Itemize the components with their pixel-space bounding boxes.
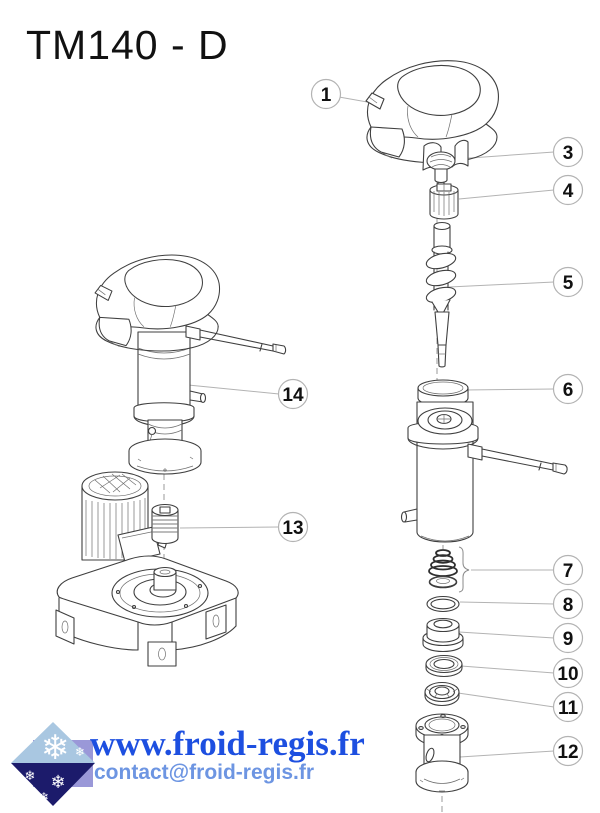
callout-3: 3 — [552, 136, 584, 168]
logo-diamond-bottom — [11, 763, 95, 806]
page-title: TM140 - D — [26, 22, 229, 68]
callouts: 1 3 4 5 6 7 8 9 10 — [277, 78, 584, 767]
freezing-cylinder-drawing — [400, 401, 568, 549]
callout-9: 9 — [552, 622, 584, 654]
svg-text:1: 1 — [321, 85, 332, 106]
assembled-head-drawing — [94, 254, 287, 475]
spring-seal-drawing — [428, 546, 470, 593]
website-url: www.froid-regis.fr — [90, 724, 365, 763]
svg-text:6: 6 — [563, 380, 574, 401]
svg-text:11: 11 — [558, 698, 579, 719]
callout-1: 1 — [310, 78, 342, 110]
wing-retainer-drawing — [422, 139, 469, 188]
callout-6: 6 — [552, 373, 584, 405]
bushing-drawing — [422, 617, 464, 653]
callout-4: 4 — [552, 174, 584, 206]
snowflake-icon: ❄ — [75, 745, 85, 759]
callout-7: 7 — [552, 554, 584, 586]
svg-text:7: 7 — [563, 561, 574, 582]
bearing-housing-drawing — [415, 713, 469, 793]
snowflake-icon: ❄ — [41, 728, 70, 768]
callout-10: 10 — [552, 657, 584, 689]
snowflake-icon: ❄ — [50, 772, 65, 793]
callout-14: 14 — [277, 378, 309, 410]
callout-13: 13 — [277, 511, 309, 543]
o-ring-drawing — [426, 595, 460, 613]
head-cover-drawing — [365, 60, 499, 164]
coupling-sleeve-drawing — [151, 503, 179, 545]
callout-11: 11 — [552, 691, 584, 723]
washer-ring-drawing — [425, 654, 463, 678]
svg-text:10: 10 — [557, 664, 578, 685]
svg-text:3: 3 — [563, 143, 574, 164]
auger-shaft-drawing — [425, 221, 457, 368]
callout-5: 5 — [552, 266, 584, 298]
svg-text:4: 4 — [563, 181, 574, 202]
svg-text:9: 9 — [563, 629, 574, 650]
contact-email: contact@froid-regis.fr — [94, 761, 314, 784]
logo-diamond-top — [11, 722, 95, 763]
svg-text:8: 8 — [563, 595, 574, 616]
svg-text:14: 14 — [282, 385, 304, 406]
bearing-drawing — [424, 681, 460, 707]
svg-text:12: 12 — [557, 742, 578, 763]
centerlines — [163, 148, 443, 812]
callout-8: 8 — [552, 588, 584, 620]
splined-coupler-drawing — [429, 183, 459, 220]
callout-12: 12 — [552, 735, 584, 767]
leader-lines — [177, 96, 555, 758]
froid-regis-logo: ❄ ❄ ❄ ❄ ❄ — [11, 722, 95, 806]
snowflake-icon: ❄ — [39, 790, 49, 804]
motor-gearbox-drawing — [55, 471, 239, 667]
svg-text:13: 13 — [282, 518, 303, 539]
svg-text:5: 5 — [563, 273, 574, 294]
snowflake-icon: ❄ — [25, 769, 36, 784]
